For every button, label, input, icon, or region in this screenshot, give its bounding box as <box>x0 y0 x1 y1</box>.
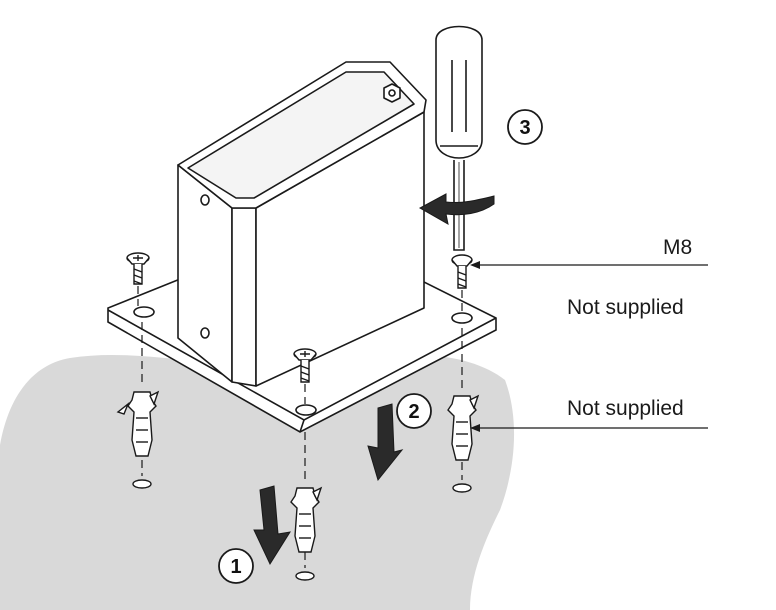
leader-arrowhead <box>470 424 480 432</box>
svg-text:1: 1 <box>230 556 241 578</box>
plate-hole <box>295 404 317 416</box>
step-badge-2: 2 <box>396 393 432 429</box>
screw-center <box>293 348 317 383</box>
label-not-supplied-screws: Not supplied <box>567 296 684 319</box>
floor-hole <box>295 571 315 581</box>
leader-arrowhead <box>470 261 480 269</box>
step-badge-3: 3 <box>507 109 543 145</box>
wall-plug-right <box>447 394 480 493</box>
plate-hole <box>133 306 155 318</box>
step-badge-1: 1 <box>218 548 254 584</box>
guide-lines <box>137 286 463 568</box>
floor-hole <box>132 479 152 489</box>
leader-lines <box>476 264 708 429</box>
screw-right <box>451 254 473 289</box>
wall-plug-center <box>290 486 323 581</box>
down-arrow-step-2 <box>367 403 404 482</box>
plate-hole <box>451 312 473 324</box>
rotate-arrow <box>418 193 495 225</box>
floor-hole <box>452 483 472 493</box>
svg-text:3: 3 <box>519 117 530 139</box>
svg-text:2: 2 <box>408 401 419 423</box>
screw-left <box>126 252 150 285</box>
label-bolt-size: M8 <box>663 236 693 259</box>
wall-plug-left <box>116 390 160 489</box>
label-not-supplied-plugs: Not supplied <box>567 397 684 420</box>
box-housing <box>177 61 427 387</box>
down-arrow-step-1 <box>253 485 292 566</box>
